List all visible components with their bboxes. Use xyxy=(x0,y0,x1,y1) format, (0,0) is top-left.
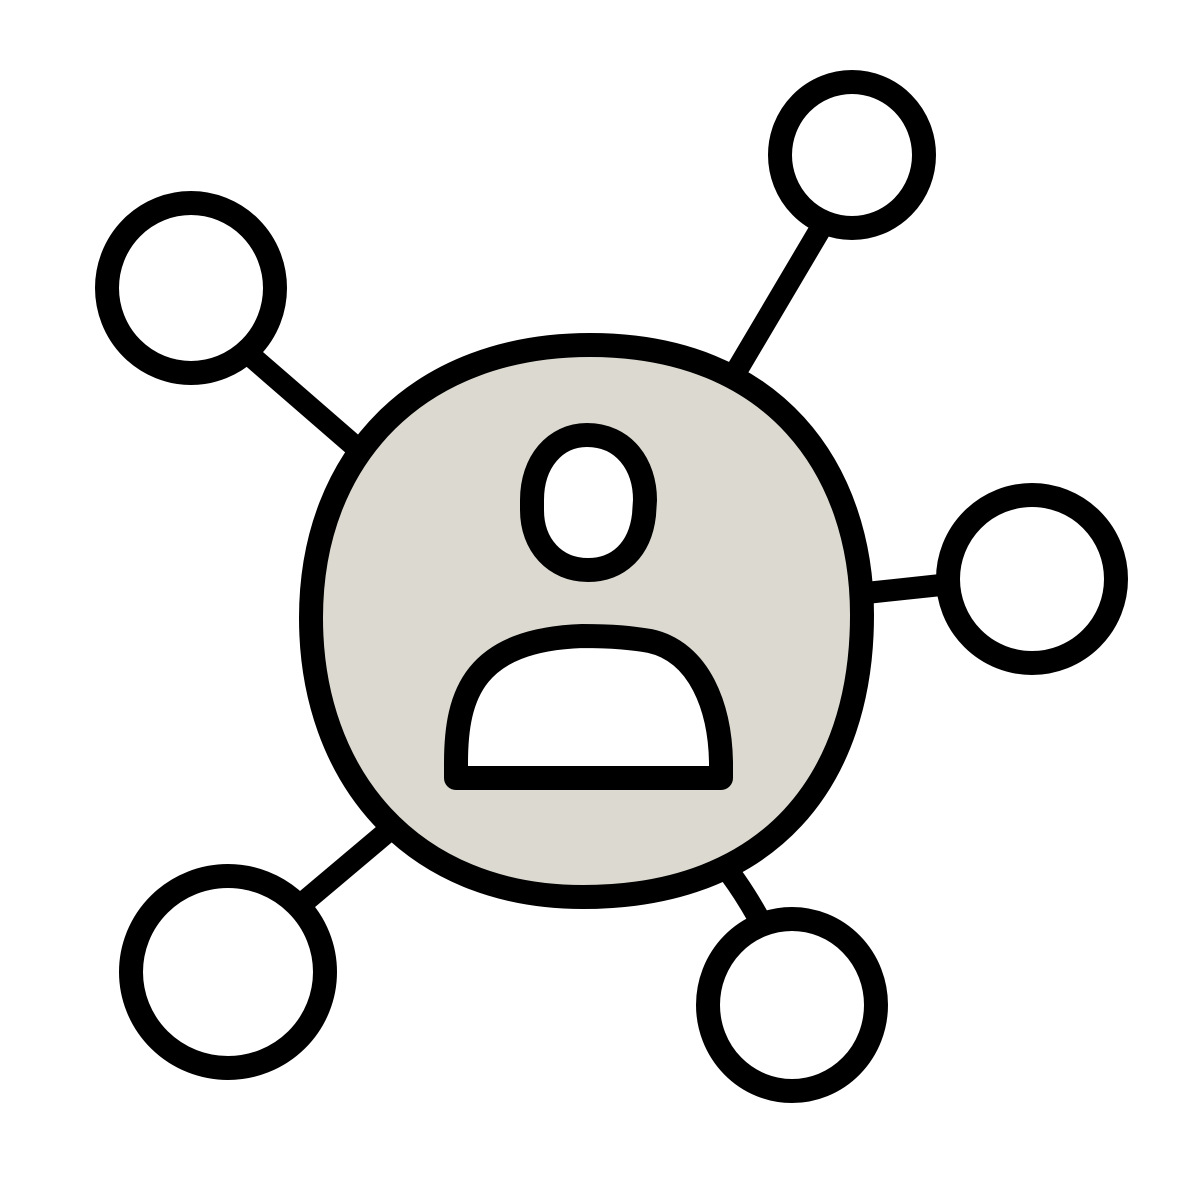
connector-lines xyxy=(241,217,952,939)
outer-nodes xyxy=(95,70,1128,1103)
connector-top-right xyxy=(726,217,832,381)
user-body xyxy=(444,624,733,790)
node-top-left xyxy=(95,191,287,385)
node-top-right xyxy=(768,70,936,240)
node-bottom-left xyxy=(119,864,337,1080)
node-right xyxy=(936,483,1128,675)
user-head xyxy=(520,423,657,582)
node-bottom-right xyxy=(696,907,888,1103)
connector-top-left xyxy=(241,346,369,460)
connector-right xyxy=(855,574,952,604)
connector-bottom-left xyxy=(293,821,398,913)
